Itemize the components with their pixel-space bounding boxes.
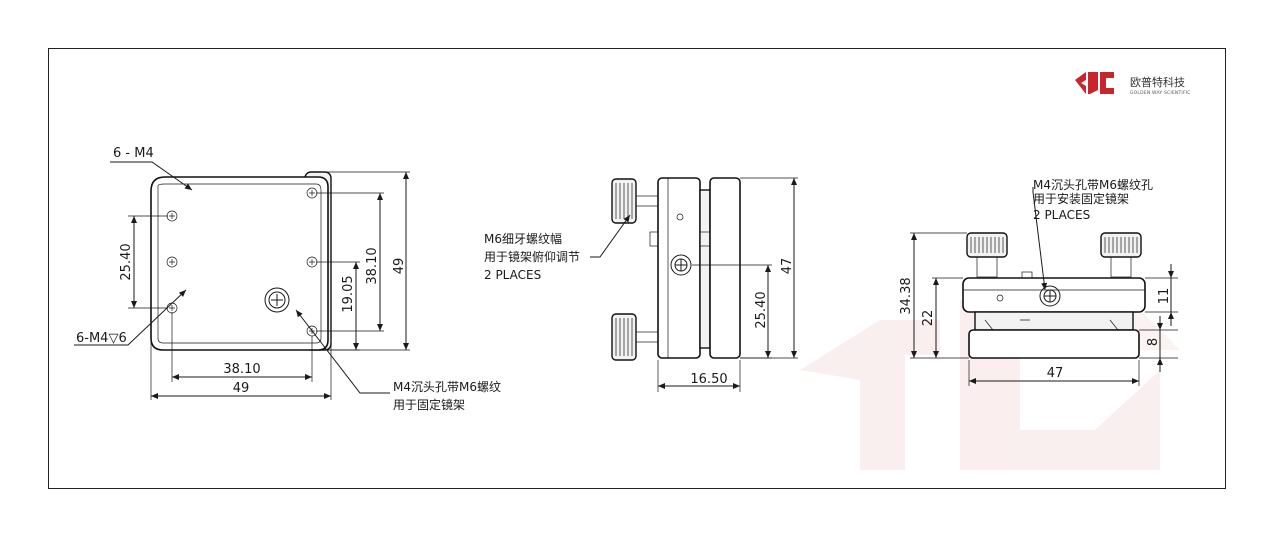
dim-22: 22 xyxy=(921,310,936,327)
spacer-side xyxy=(699,189,711,349)
note-side-line3: 2 PLACES xyxy=(484,268,541,282)
top-plate xyxy=(962,277,1146,313)
brand-name: 欧普特科技 xyxy=(1130,75,1185,89)
dim-34-38: 34.38 xyxy=(899,277,914,314)
logo-mark-mid xyxy=(1088,72,1098,94)
note-front-line1: M4沉头孔带M6螺纹 xyxy=(393,380,501,394)
dim-25-40-front: 25.40 xyxy=(119,243,134,280)
brand-subtitle: GOLDEN WAY SCIENTIFIC xyxy=(1130,90,1191,96)
dim-19-05: 19.05 xyxy=(341,275,356,312)
dim-8: 8 xyxy=(1146,338,1161,346)
front-plate xyxy=(150,176,329,351)
label-6-m4-depth: 6-M4▽6 xyxy=(76,331,127,346)
side-view: M6细牙螺纹幅 用于镜架俯仰调节 2 PLACES 47 25.40 16.50 xyxy=(484,177,798,392)
middle-spacer xyxy=(974,311,1134,331)
dim-38-10-horizontal: 38.10 xyxy=(223,362,260,377)
top-view: M4沉头孔带M6螺纹孔 用于安装固定镜架 2 PLACES 34.38 22 1… xyxy=(899,178,1178,386)
counterbore-hole xyxy=(264,287,290,313)
note-front-line2: 用于固定镜架 xyxy=(393,397,465,412)
dim-25-40-side: 25.40 xyxy=(754,291,769,328)
label-6-m4: 6 - M4 xyxy=(113,146,154,161)
mount-hole xyxy=(166,256,178,268)
dim-47-top: 47 xyxy=(1047,366,1064,381)
logo-mark-left xyxy=(1075,72,1086,94)
dim-49-vertical: 49 xyxy=(392,258,407,275)
dim-11: 11 xyxy=(1157,288,1172,305)
note-top-line1: M4沉头孔带M6螺纹孔 xyxy=(1033,178,1153,192)
front-plate-inner xyxy=(157,183,322,344)
top-center-hole xyxy=(1039,285,1061,307)
rear-plate-side xyxy=(709,177,741,359)
note-side-line2: 用于镜架俯仰调节 xyxy=(484,249,580,264)
front-view: 6 - M4 6-M4▽6 25.40 19.05 38.10 49 38.10… xyxy=(74,146,501,412)
dim-38-10-vertical: 38.10 xyxy=(365,247,380,284)
front-plate-side xyxy=(657,177,701,359)
dim-16-50: 16.50 xyxy=(690,372,727,387)
note-side-line1: M6细牙螺纹幅 xyxy=(484,231,562,246)
base-plate xyxy=(968,329,1140,359)
note-top-line2: 用于安装固定镜架 xyxy=(1033,191,1129,206)
dim-47-side: 47 xyxy=(780,258,795,275)
brand-logo: 欧普特科技 GOLDEN WAY SCIENTIFIC xyxy=(1075,72,1191,96)
drawing-frame xyxy=(48,48,1226,489)
note-top-line3: 2 PLACES xyxy=(1033,208,1090,222)
dim-49-horizontal: 49 xyxy=(233,381,250,396)
logo-mark-right xyxy=(1100,72,1114,94)
side-center-hole xyxy=(670,254,692,276)
